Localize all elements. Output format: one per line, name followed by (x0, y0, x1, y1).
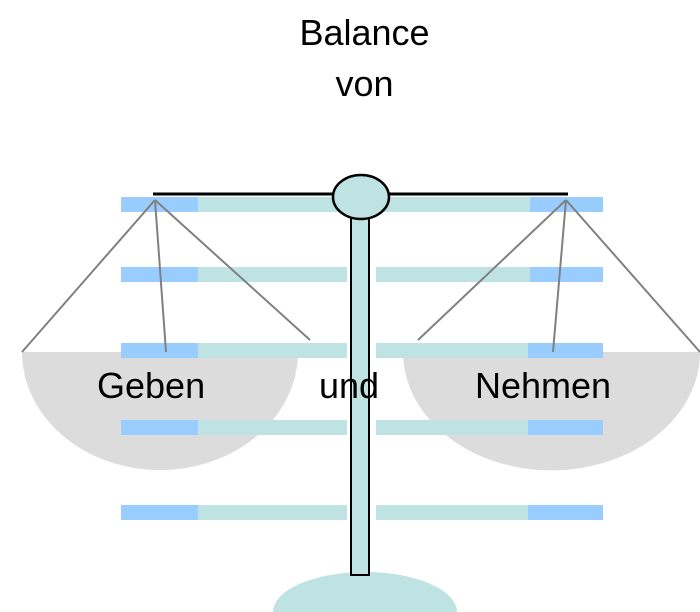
band-row-4 (121, 420, 603, 435)
label-und: und (319, 365, 380, 406)
left-pan (22, 352, 298, 470)
band-row-3 (121, 343, 603, 358)
label-geben: Geben (97, 365, 206, 406)
right-pan (403, 352, 700, 471)
scale-base (273, 572, 457, 612)
left-pan-strings (21, 199, 311, 353)
scale-pivot (331, 173, 391, 221)
right-pan-strings (417, 199, 700, 353)
diagram-title-line-1: Balance (299, 12, 430, 53)
diagram-title-line-2: von (335, 63, 394, 104)
band-row-5 (121, 505, 603, 520)
label-nehmen: Nehmen (475, 365, 612, 406)
